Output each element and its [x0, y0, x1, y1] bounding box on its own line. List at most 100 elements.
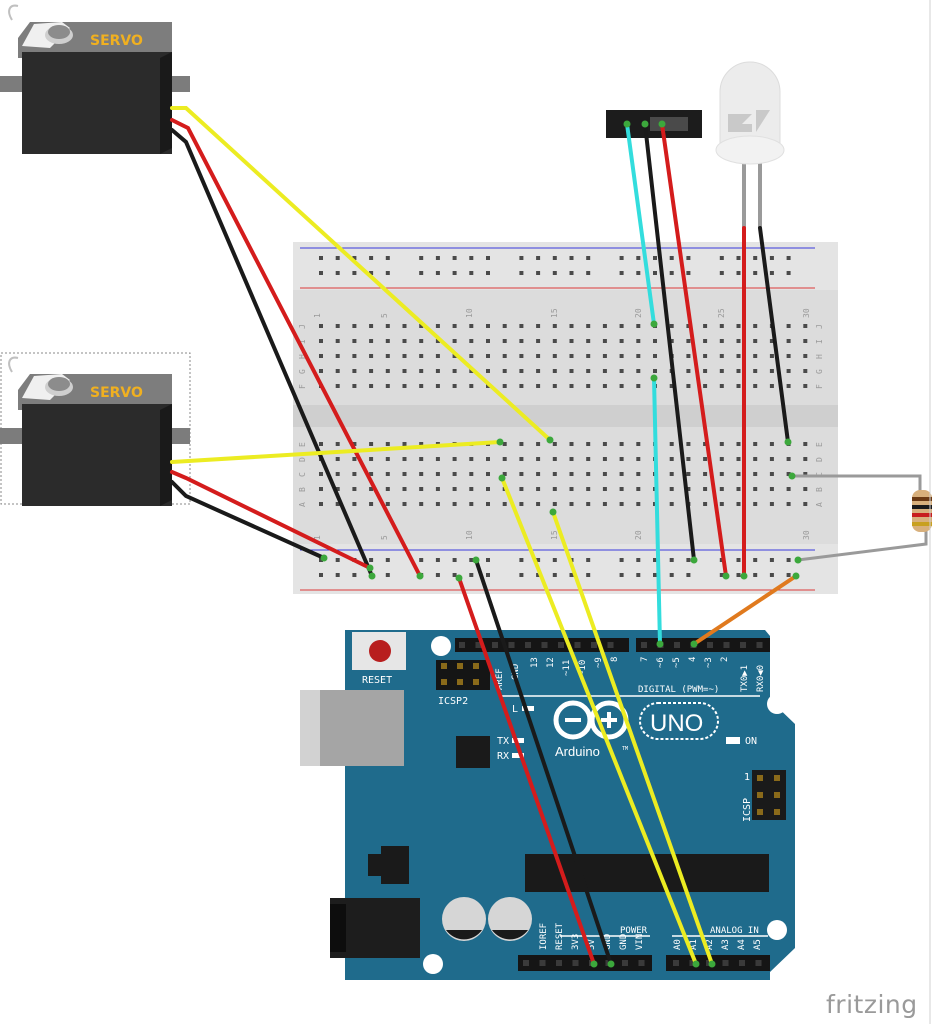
wire-yellow-servo1-signal[interactable]: [170, 106, 552, 442]
breadboard-hole: [586, 339, 591, 343]
breadboard-hole: [435, 324, 440, 328]
breadboard-hole: [552, 502, 557, 506]
breadboard-hole: [653, 369, 657, 373]
breadboard-hole: [753, 354, 758, 358]
endpoint-dot: [641, 120, 649, 128]
breadboard-hole: [352, 573, 357, 577]
breadboard-hole: [552, 339, 557, 343]
power-label: POWER: [620, 926, 648, 936]
row-letter: H: [298, 354, 307, 359]
icsp-label: ICSP: [742, 798, 753, 822]
endpoint-dot: [416, 572, 424, 580]
breadboard-hole: [769, 573, 774, 577]
breadboard-hole: [335, 487, 340, 491]
breadboard-hole: [753, 384, 758, 388]
brand-label: Arduino: [555, 744, 600, 759]
breadboard-hole: [352, 354, 357, 358]
breadboard-hole: [452, 558, 457, 562]
endpoint-dot: [658, 120, 666, 128]
mounting-hole: [423, 954, 443, 974]
breadboard-hole: [435, 472, 440, 476]
header-pin: [508, 642, 515, 648]
breadboard-hole: [385, 339, 390, 343]
breadboard-hole: [352, 339, 357, 343]
capacitor-band: [446, 930, 482, 940]
wire-cyan-to-pin[interactable]: [652, 376, 662, 646]
breadboard-hole: [385, 442, 390, 446]
breadboard-hole: [335, 573, 340, 577]
breadboard-hole: [703, 339, 708, 343]
endpoint-dot: [607, 960, 615, 968]
wire-black-led[interactable]: [758, 226, 790, 444]
breadboard-hole: [536, 324, 541, 328]
switch-slider[interactable]: [650, 117, 688, 131]
header-pin: [723, 642, 730, 648]
breadboard-hole: [536, 354, 541, 358]
breadboard-hole: [502, 369, 507, 373]
wire-orange-resistor[interactable]: [692, 574, 798, 646]
breadboard-hole: [786, 324, 791, 328]
wire-red-switch[interactable]: [660, 122, 728, 578]
wire-black-servo1-ground[interactable]: [170, 128, 374, 578]
breadboard-hole: [319, 472, 323, 476]
breadboard-hole: [486, 472, 490, 476]
servo-side: [160, 404, 172, 506]
servo-side: [160, 52, 172, 154]
wire-red-servo1-power[interactable]: [170, 118, 422, 578]
breadboard-hole: [753, 271, 758, 275]
breadboard-hole: [753, 256, 758, 260]
breadboard-hole: [636, 324, 641, 328]
breadboard-hole: [469, 487, 474, 491]
breadboard-hole: [803, 457, 808, 461]
breadboard-hole: [719, 457, 724, 461]
breadboard-hole: [753, 339, 758, 343]
endpoint-dot: [546, 436, 554, 444]
breadboard-hole: [486, 487, 490, 491]
wire-cyan-switch[interactable]: [625, 122, 656, 326]
analog-pin-label: A3: [721, 939, 731, 950]
breadboard-hole: [435, 502, 440, 506]
breadboard-hole: [736, 256, 741, 260]
endpoint-dot: [788, 472, 796, 480]
breadboard-hole: [786, 558, 791, 562]
icsp2-label: ICSP2: [438, 696, 468, 707]
wire-red-servo2-power[interactable]: [170, 470, 372, 570]
breadboard-hole: [385, 558, 390, 562]
analog-header: [666, 955, 770, 971]
breadboard-hole: [469, 457, 474, 461]
reset-button-cap[interactable]: [369, 640, 391, 662]
breadboard-hole: [586, 442, 591, 446]
breadboard-hole: [536, 384, 541, 388]
breadboard-hole: [519, 354, 524, 358]
breadboard-hole: [319, 502, 323, 506]
breadboard-hole: [686, 369, 691, 373]
wire-black-servo2-ground[interactable]: [170, 480, 326, 560]
breadboard-hole: [803, 339, 808, 343]
resistor-band: [912, 505, 932, 509]
wire-black-gnd[interactable]: [474, 558, 613, 966]
breadboard-hole: [636, 354, 641, 358]
breadboard-hole: [736, 384, 741, 388]
breadboard-hole: [669, 558, 674, 562]
wire-yellow-a2[interactable]: [551, 510, 714, 966]
breadboard-hole: [536, 442, 541, 446]
breadboard-hole: [369, 369, 374, 373]
breadboard-hole: [319, 487, 323, 491]
breadboard-hole: [369, 256, 374, 260]
breadboard-hole: [602, 369, 607, 373]
analog-pin-label: A2: [705, 939, 715, 950]
breadboard-hole: [319, 369, 323, 373]
row-letter: I: [298, 339, 307, 344]
breadboard-hole: [419, 384, 424, 388]
wire-red-5v[interactable]: [457, 576, 596, 966]
wire-yellow-a1[interactable]: [500, 476, 698, 966]
wire-yellow-servo2-signal[interactable]: [170, 440, 502, 464]
power-pin-label: 5V: [587, 939, 597, 950]
wire-black-switch[interactable]: [643, 122, 696, 562]
power-pin-label: VIN: [635, 934, 645, 950]
slide-switch[interactable]: [606, 110, 702, 138]
breadboard-hole: [753, 573, 758, 577]
breadboard-hole: [619, 487, 624, 491]
breadboard-hole: [335, 384, 340, 388]
breadboard-hole: [636, 339, 641, 343]
